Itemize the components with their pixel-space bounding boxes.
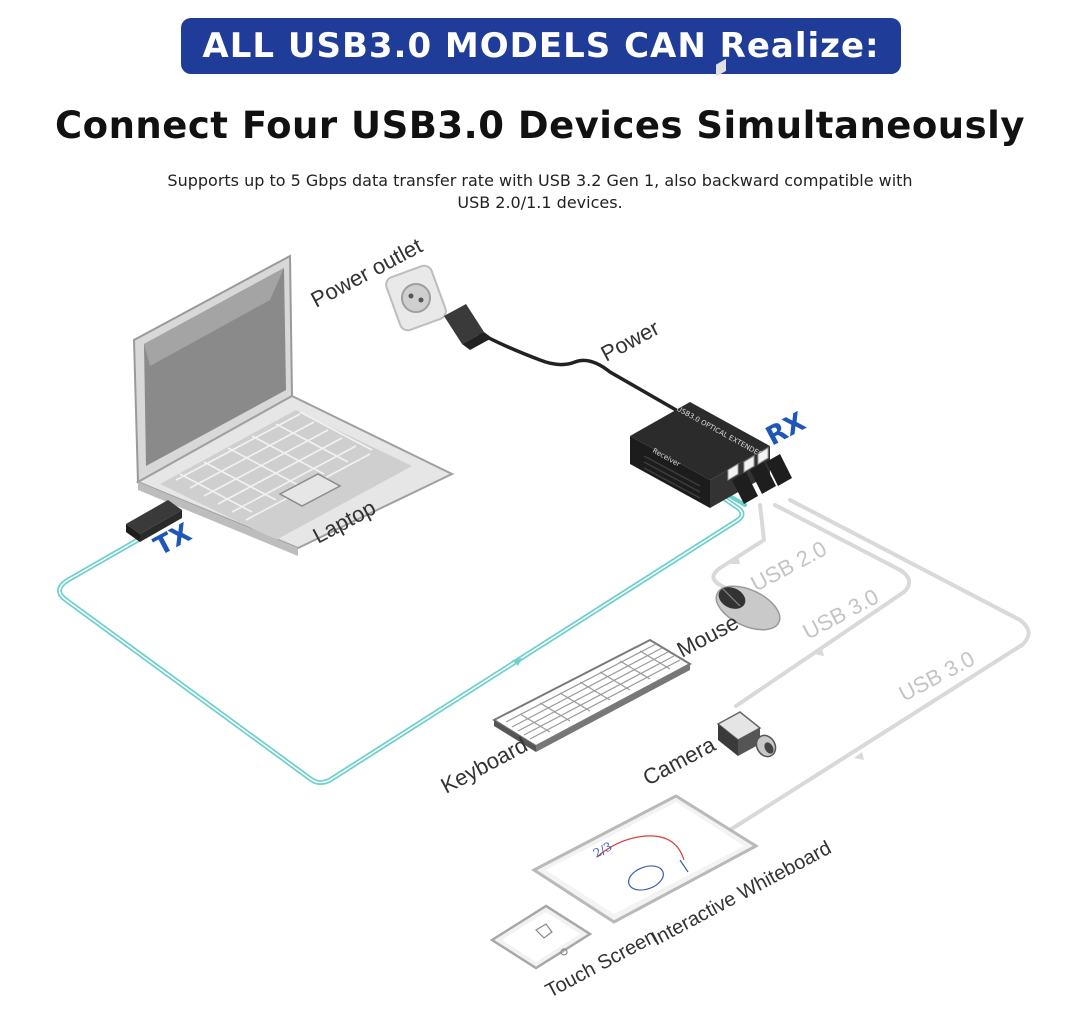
subtitle-line-2: USB 2.0/1.1 devices. — [457, 193, 623, 212]
header-banner: ALL USB3.0 MODELS CAN Realize: — [181, 18, 901, 74]
page-title: Connect Four USB3.0 Devices Simultaneous… — [55, 104, 1025, 147]
usb-cables — [711, 498, 1031, 832]
power-outlet-icon — [385, 264, 447, 332]
whiteboard-icon: 2/3 — [531, 794, 759, 924]
keyboard-icon — [491, 638, 693, 752]
laptop-icon — [132, 254, 455, 556]
subtitle-line-1: Supports up to 5 Gbps data transfer rate… — [167, 171, 913, 190]
fiber-arrow-icon — [512, 658, 522, 666]
label-keyboard: Keyboard — [437, 732, 532, 798]
usb30b-arrow-icon — [854, 752, 864, 760]
touch-screen-icon — [489, 904, 593, 970]
camera-icon — [716, 711, 777, 758]
mouse-icon — [715, 585, 781, 631]
page-subtitle: Supports up to 5 Gbps data transfer rate… — [100, 170, 980, 214]
label-mouse: Mouse — [673, 609, 743, 662]
usb-arrows — [730, 556, 864, 760]
receiver-box-icon: USB3.0 OPTICAL EXTENDER Receiver — [630, 58, 792, 508]
tx-dongle-icon — [126, 500, 182, 542]
sfp-port-icon — [716, 58, 726, 77]
usb30a-arrow-icon — [814, 648, 824, 656]
label-camera: Camera — [639, 731, 720, 790]
power-cable — [469, 326, 691, 420]
usb20-arrow-icon — [730, 556, 740, 564]
banner-text: ALL USB3.0 MODELS CAN Realize: — [202, 26, 880, 66]
label-power: Power — [597, 315, 664, 366]
power-plug-icon — [444, 304, 492, 350]
